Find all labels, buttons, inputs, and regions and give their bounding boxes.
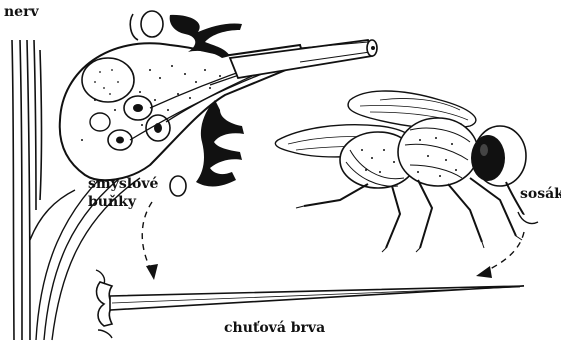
taste-hair-label: chuťová brva xyxy=(224,320,325,336)
hair-tube xyxy=(230,40,377,78)
sensory-cells-label-line2: buňky xyxy=(88,194,137,210)
dashed-arrow-cells-to-hair xyxy=(142,202,152,272)
proboscis-label: sosák xyxy=(520,186,561,202)
arrowhead-cells xyxy=(146,264,158,280)
fly-illustration xyxy=(275,91,538,252)
sensory-cells-label-line1: smyslové xyxy=(88,176,159,192)
arrowhead-proboscis xyxy=(476,266,492,278)
nerve-bundle xyxy=(12,40,42,340)
nerve-label: nerv xyxy=(4,4,39,20)
